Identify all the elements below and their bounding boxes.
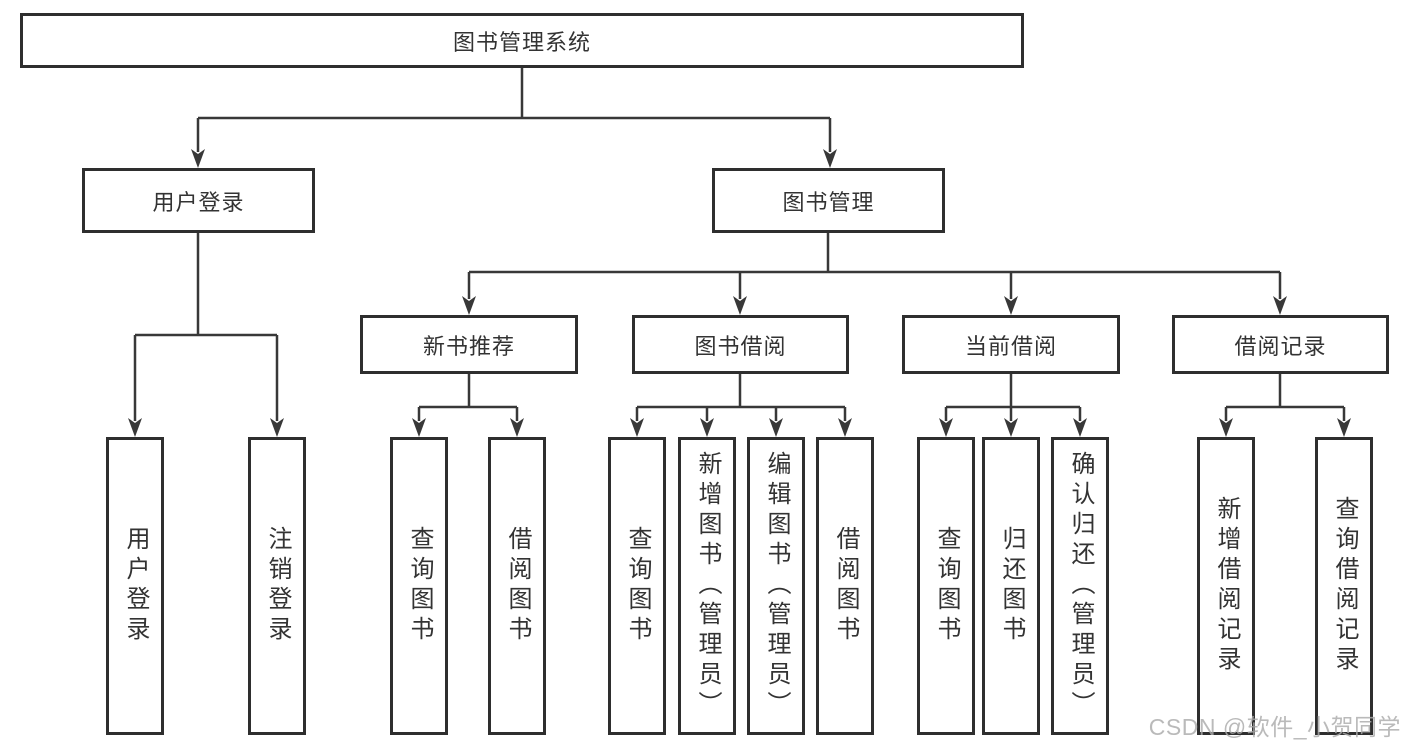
leaf-query-books: 查询图书 [390,437,448,735]
node-book-management: 图书管理 [712,168,945,233]
node-user-login: 用户登录 [82,168,315,233]
node-label: 查询图书 [406,526,433,646]
leaf-return-books: 归还图书 [982,437,1040,735]
leaf-add-books-admin: 新增图书（管理员） [678,437,736,735]
leaf-query-books: 查询图书 [917,437,975,735]
node-label: 用户登录 [122,526,149,646]
node-label: 用户登录 [152,189,245,215]
node-label: 查询图书 [933,526,960,646]
node-label: 借阅记录 [1234,333,1327,359]
node-label: 注销登录 [264,526,291,646]
node-borrow-record: 借阅记录 [1172,315,1389,374]
connector-user-login [128,233,284,437]
node-label: 编辑图书（管理员） [763,451,790,721]
node-label: 新增借阅记录 [1213,496,1240,676]
node-label: 图书管理系统 [452,29,591,55]
node-label: 归还图书 [998,526,1025,646]
node-label: 查询借阅记录 [1331,496,1358,676]
node-new-book-recommend: 新书推荐 [360,315,578,374]
connector-current-borrow [939,374,1087,437]
leaf-confirm-return-admin: 确认归还（管理员） [1051,437,1109,735]
node-label: 图书管理 [782,189,875,215]
connector-borrow-record [1219,374,1351,437]
leaf-logout: 注销登录 [248,437,306,735]
node-current-borrow: 当前借阅 [902,315,1120,374]
connector-book-mgmt [462,233,1287,315]
connector-root [191,68,837,168]
leaf-borrow-books: 借阅图书 [488,437,546,735]
node-label: 图书借阅 [694,333,787,359]
leaf-borrow-books: 借阅图书 [816,437,874,735]
csdn-watermark: CSDN @软件_小贺同学 [1148,714,1401,740]
node-label: 借阅图书 [504,526,531,646]
leaf-query-borrow-record: 查询借阅记录 [1315,437,1373,735]
leaf-edit-books-admin: 编辑图书（管理员） [747,437,805,735]
node-label: 借阅图书 [832,526,859,646]
leaf-query-books: 查询图书 [608,437,666,735]
leaf-user-login: 用户登录 [106,437,164,735]
node-root-system: 图书管理系统 [20,13,1024,68]
leaf-add-borrow-record: 新增借阅记录 [1197,437,1255,735]
node-label: 新增图书（管理员） [694,451,721,721]
node-book-borrow: 图书借阅 [632,315,849,374]
node-label: 新书推荐 [422,333,515,359]
node-label: 确认归还（管理员） [1067,451,1094,721]
connector-book-borrow [630,374,852,437]
node-label: 当前借阅 [964,333,1057,359]
connector-new-book [412,374,524,437]
node-label: 查询图书 [624,526,651,646]
